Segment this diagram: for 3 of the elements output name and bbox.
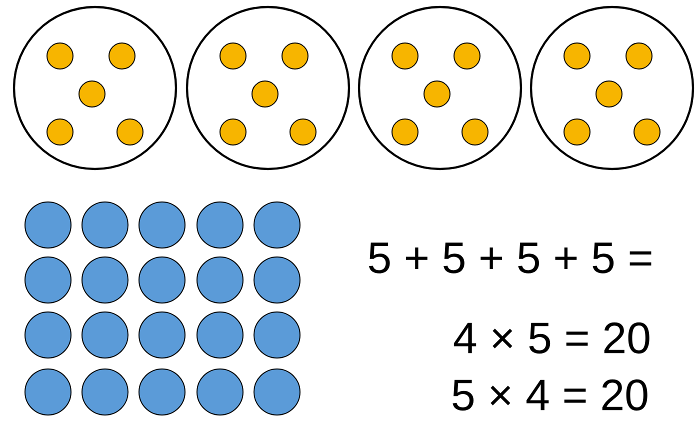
- equation: 4 × 5 = 20: [454, 322, 650, 354]
- equation: 5 + 5 + 5 + 5 =: [368, 242, 652, 274]
- equation: 5 × 4 = 20: [452, 379, 648, 411]
